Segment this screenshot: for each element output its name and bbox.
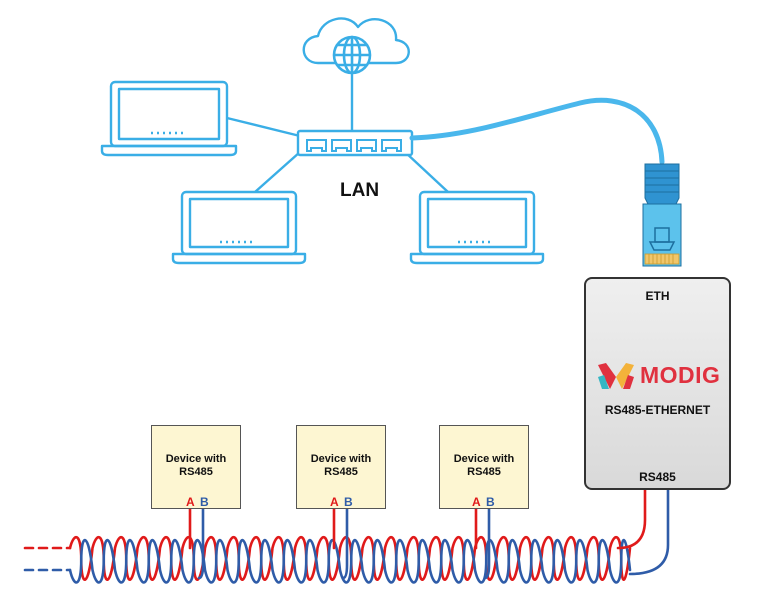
modig-logo-icon [598,363,634,389]
rs485-bus [23,488,670,584]
device-label: Device with RS485 [453,453,515,478]
laptop-icon [409,190,545,265]
rs485-device-1: Device with RS485 A B [151,425,241,509]
rs485-device-3: Device with RS485 A B [439,425,529,509]
ethernet-plug-icon [642,163,682,267]
terminal-b-label: B [200,495,209,509]
rs485-ethernet-gateway: ETH MODIG RS485-ETHERNET RS485 [584,277,731,490]
device-label: Device with RS485 [165,453,227,478]
switch-icon [296,129,414,157]
lan-links [226,116,449,193]
terminal-b-label: B [344,495,353,509]
rs485-port-label: RS485 [639,470,676,484]
modig-logo: MODIG [596,359,724,393]
terminal-a-label: A [186,495,195,509]
tap-wires [188,507,491,580]
gateway-model-label: RS485-ETHERNET [604,403,711,417]
terminal-b-label: B [486,495,495,509]
lan-label: LAN [340,180,380,201]
globe-icon [332,35,372,75]
eth-port-label: ETH [645,289,670,303]
gateway-wires [616,488,670,576]
rs485-device-2: Device with RS485 A B [296,425,386,509]
terminal-a-label: A [472,495,481,509]
logo-text: MODIG [640,362,721,388]
device-label: Device with RS485 [310,453,372,478]
laptop-icon [100,80,238,157]
cloud-icon [302,17,410,65]
terminal-a-label: A [330,495,339,509]
ethernet-cable [409,97,665,165]
laptop-icon [171,190,307,265]
